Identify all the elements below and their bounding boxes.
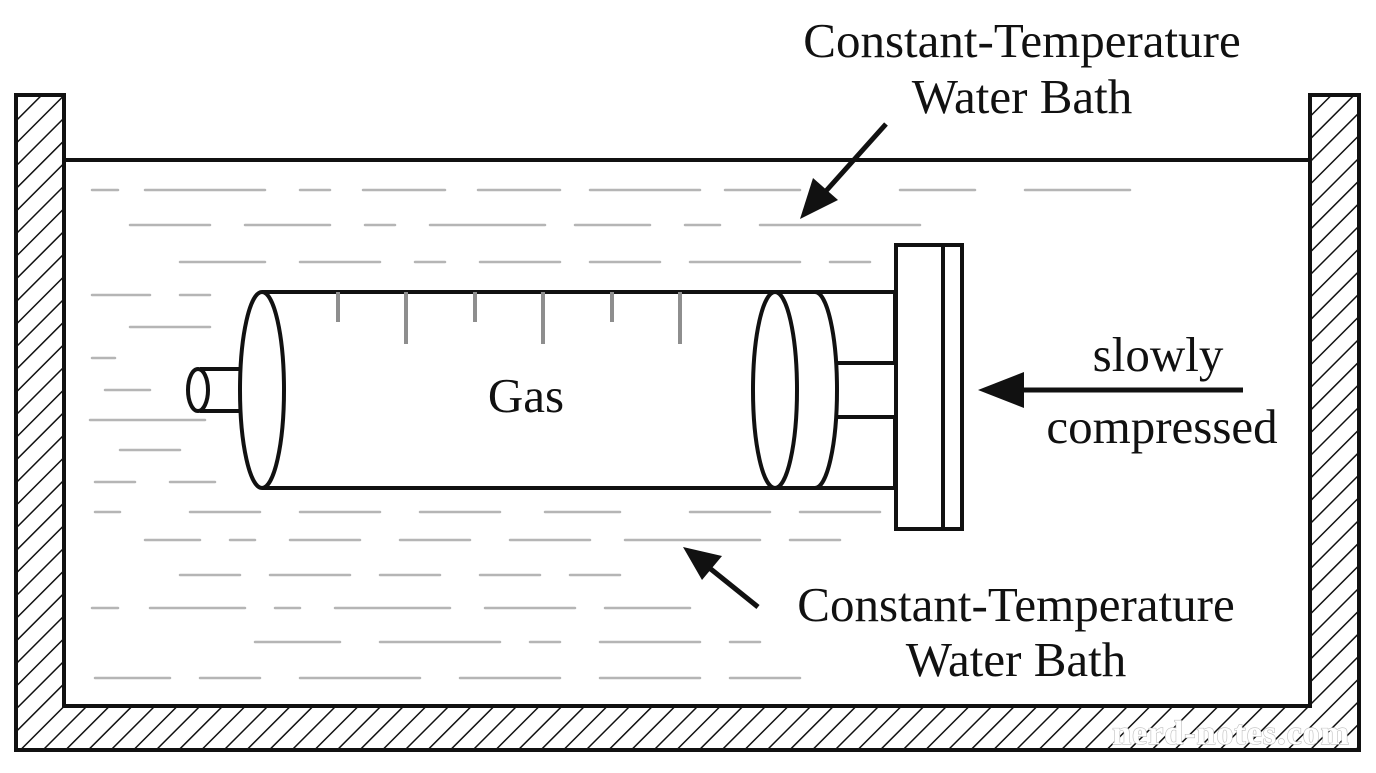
arrow-to-water-top [800, 122, 888, 219]
bath-label-top-line1: Constant-Temperature [803, 13, 1240, 68]
syringe-thumb-plate [894, 243, 964, 531]
bath-label-bottom-line1: Constant-Temperature [797, 577, 1234, 632]
bath-label-bottom: Constant-Temperature Water Bath [797, 577, 1234, 687]
syringe-piston-face [751, 290, 799, 490]
arrow-to-water-bottom [683, 547, 760, 609]
syringe-nozzle-end [186, 367, 210, 413]
compression-label-line2: compressed [1046, 399, 1277, 454]
water-lines [88, 188, 1132, 680]
bath-label-bottom-line2: Water Bath [906, 632, 1127, 687]
bath-label-top: Constant-Temperature Water Bath [803, 13, 1240, 124]
compression-label: slowly compressed [1046, 327, 1277, 454]
syringe [186, 243, 964, 531]
compression-label-line1: slowly [1093, 327, 1224, 382]
watermark: nerd-notes.com [1112, 715, 1350, 752]
syringe-barrel-end [238, 290, 286, 490]
compression-arrow [978, 372, 1243, 408]
bath-label-top-line2: Water Bath [912, 69, 1133, 124]
gas-label: Gas [488, 368, 564, 423]
barrel-scale-ticks [336, 292, 682, 344]
